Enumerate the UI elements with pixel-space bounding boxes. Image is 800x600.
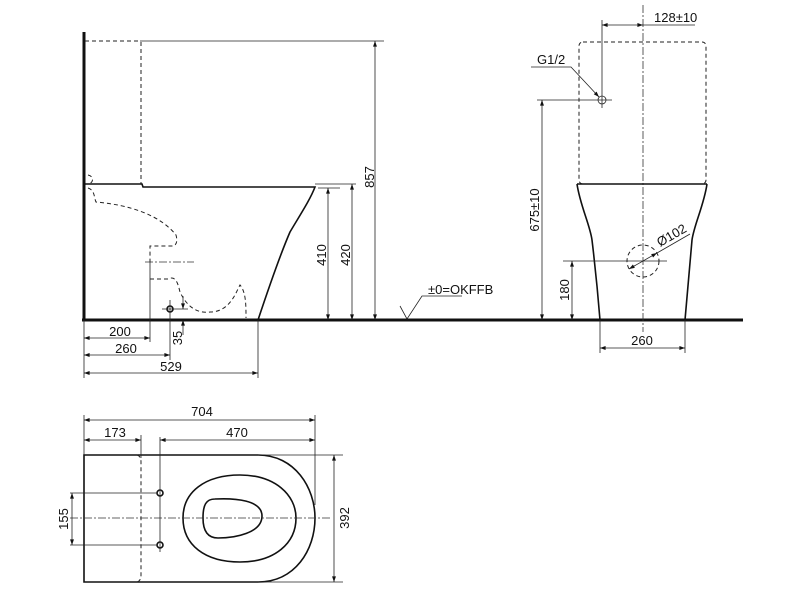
dim-420-label: 420 — [338, 244, 353, 266]
dim-155-label: 155 — [56, 508, 71, 530]
dim-200-label: 200 — [109, 324, 131, 339]
dim-704-label: 704 — [191, 404, 213, 419]
dim-173-label: 173 — [104, 425, 126, 440]
bowl-outline — [85, 183, 317, 321]
floor-reference-label: ±0=OKFFB — [428, 282, 493, 297]
dim-260-label: 260 — [115, 341, 137, 356]
dim-410-label: 410 — [314, 244, 329, 266]
tank-hidden-outline — [578, 41, 707, 185]
dim-260-front-label: 260 — [631, 333, 653, 348]
dim-470-label: 470 — [226, 425, 248, 440]
dim-128-label: 128±10 — [654, 10, 697, 25]
dim-35-label: 35 — [170, 331, 185, 345]
bowl-front-outline — [576, 183, 708, 321]
dim-102-label: Ø102 — [654, 221, 689, 250]
ext-line — [656, 233, 691, 254]
dim-675-label: 675±10 — [527, 188, 542, 231]
dim-180-label: 180 — [557, 279, 572, 301]
floor-reference-symbol — [399, 295, 462, 320]
dim-102-arrow — [628, 252, 658, 270]
seat-opening — [202, 497, 263, 539]
g12-label: G1/2 — [537, 52, 565, 67]
seat-outer — [182, 474, 297, 563]
g12-leader — [531, 66, 600, 98]
front-view: 128±10 G1/2 675±10 Ø102 180 260 — [527, 5, 708, 353]
plan-view: 155 704 173 470 392 — [56, 404, 352, 583]
side-view: 410 420 857 ±0=OKFFB 200 260 529 35 — [82, 32, 743, 378]
tank-hidden-line — [136, 454, 142, 583]
dim-392-label: 392 — [337, 507, 352, 529]
dim-857-label: 857 — [362, 166, 377, 188]
dim-529-label: 529 — [160, 359, 182, 374]
trap-hidden-line — [87, 174, 247, 319]
plan-outline — [83, 454, 316, 583]
